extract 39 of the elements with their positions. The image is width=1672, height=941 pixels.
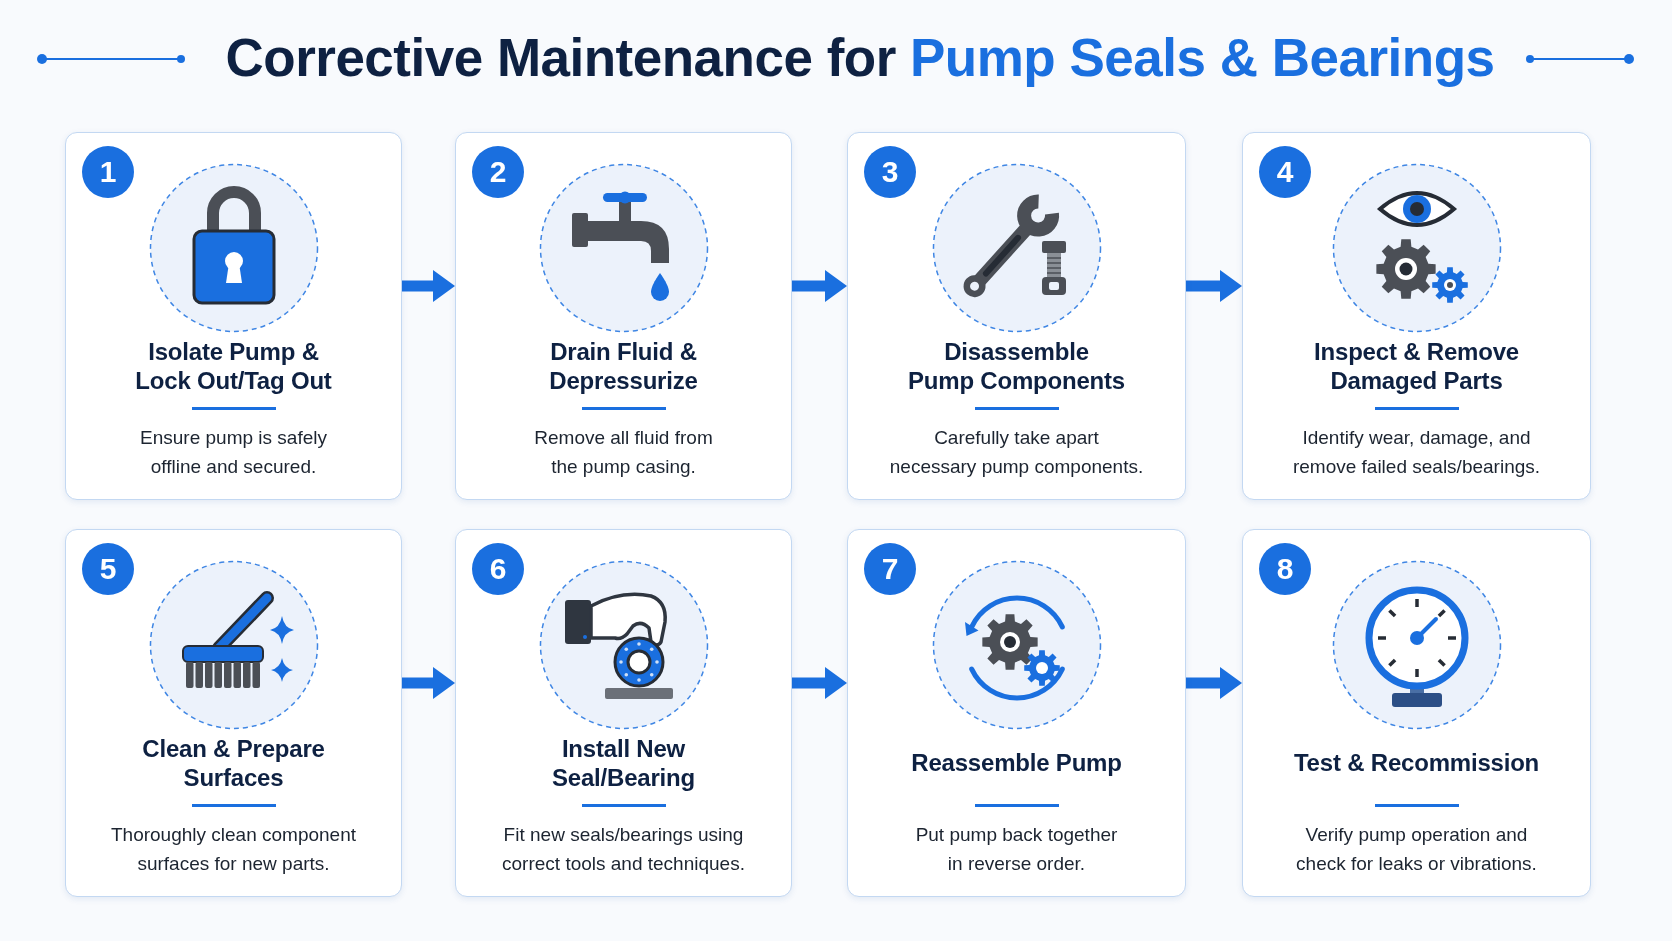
step-number: 1 — [82, 146, 134, 198]
step-number: 5 — [82, 543, 134, 595]
step-title: Reassemble Pump — [911, 748, 1122, 777]
step-card — [847, 529, 1186, 897]
arrow — [402, 667, 455, 699]
step-title: Isolate Pump & Lock Out/Tag Out — [135, 336, 332, 395]
step-description: Put pump back together in reverse order. — [915, 823, 1118, 876]
step-description: Carefully take apart necessary pump components. — [889, 426, 1144, 479]
step-description: Remove all fluid from the pump casing. — [534, 426, 713, 479]
step-description: Identify wear, damage, and remove failed seals/bearings. — [1292, 426, 1541, 479]
step-card — [1242, 132, 1591, 500]
step-description: Ensure pump is safely offline and secured. — [140, 426, 327, 479]
arrow — [1186, 667, 1242, 699]
step-title: Install New Seal/Bearing — [552, 733, 695, 792]
step-card — [1242, 529, 1591, 897]
title: Corrective Maintenance for Pump Seals & Bearings — [225, 27, 1495, 89]
arrow — [792, 667, 847, 699]
step-number: 6 — [472, 543, 524, 595]
step-title: Disassemble Pump Components — [908, 336, 1125, 395]
step-card — [455, 132, 792, 500]
step-title: Clean & Prepare Surfaces — [142, 733, 325, 792]
step-number: 3 — [864, 146, 916, 198]
step-number: 7 — [864, 543, 916, 595]
step-title: Inspect & Remove Damaged Parts — [1314, 336, 1519, 395]
step-title: Drain Fluid & Depressurize — [549, 336, 698, 395]
arrow — [1186, 270, 1242, 302]
step-card — [65, 132, 402, 500]
step-description: Fit new seals/bearings using correct tools and techniques. — [502, 823, 745, 876]
arrow — [792, 270, 847, 302]
step-number: 4 — [1259, 146, 1311, 198]
step-description: Thoroughly clean component surfaces for new parts. — [110, 823, 356, 876]
arrow — [402, 270, 455, 302]
step-number: 2 — [472, 146, 524, 198]
step-title: Test & Recommission — [1293, 748, 1540, 777]
step-card — [455, 529, 792, 897]
step-description: Verify pump operation and check for leaks or vibrations. — [1296, 823, 1537, 876]
step-card — [65, 529, 402, 897]
step-card — [847, 132, 1186, 500]
step-number: 8 — [1259, 543, 1311, 595]
